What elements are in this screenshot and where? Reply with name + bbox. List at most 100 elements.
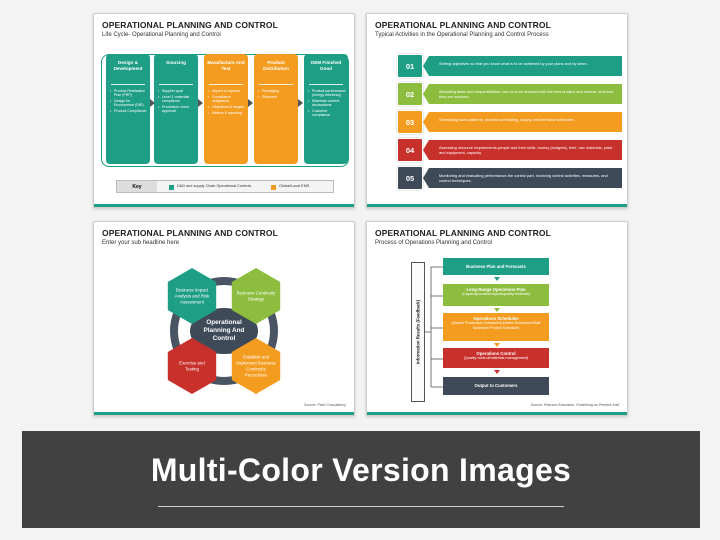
slide-thumbnail-hexagon-cycle[interactable]: OPERATIONAL PLANNING AND CONTROL Enter y… xyxy=(93,221,355,416)
process-step-title: Operations Control xyxy=(476,351,516,356)
slide-title: OPERATIONAL PLANNING AND CONTROL xyxy=(102,228,278,238)
column-header: OEM Finished Good xyxy=(310,60,342,71)
feedback-bar: Information Results (Feedback) xyxy=(411,262,425,402)
hexagon-label: Analysis and Risk xyxy=(175,294,210,299)
column-bullet: Compliance obligations xyxy=(207,95,246,104)
lifecycle-column: OEM Finished GoodProduct performance (en… xyxy=(304,54,348,164)
flow-arrow-icon xyxy=(248,99,253,107)
slide-subtitle: Enter your sub headline here xyxy=(102,240,180,246)
hexagon-label: Continuity xyxy=(246,367,266,372)
activity-text: Assessing resource requirements-people a… xyxy=(423,140,622,160)
column-bullet: Shipment xyxy=(257,95,296,100)
column-divider xyxy=(111,84,145,85)
banner-title: Multi-Color Version Images xyxy=(150,452,572,488)
column-bullet: Metrics & reporting xyxy=(207,111,246,116)
process-step-detail: (Capacity/location/layout/quality/method… xyxy=(461,292,531,296)
slide-footer-bar xyxy=(367,204,627,207)
activity-text: Scheduling work patterns, process schedu… xyxy=(423,112,622,132)
legend-key: Key D&D and supply Chain Operational Con… xyxy=(116,180,334,193)
slide-subtitle: Process of Operations Planning and Contr… xyxy=(375,240,493,246)
hexagon-step xyxy=(167,268,217,324)
slide-subtitle: Life Cycle- Operational Planning and Con… xyxy=(102,32,221,38)
slide-footer-bar xyxy=(94,204,354,207)
slide-thumbnail-process-flow[interactable]: OPERATIONAL PLANNING AND CONTROL Process… xyxy=(366,221,628,416)
center-ellipse xyxy=(190,308,258,354)
column-bullet: Packaging xyxy=(257,89,296,94)
cycle-ring xyxy=(170,277,278,385)
slide-footer-bar xyxy=(367,412,627,415)
activity-number: 05 xyxy=(397,166,423,190)
hexagon-label: Procedures xyxy=(245,373,268,378)
slide-subtitle: Typical Activities in the Operational Pl… xyxy=(375,32,549,38)
lifecycle-column: Product DistributionPackagingShipment xyxy=(254,54,298,164)
flow-arrow-icon xyxy=(298,99,303,107)
column-bullet: Product performance (energy efficiency) xyxy=(307,89,346,98)
column-bullets: PackagingShipment xyxy=(257,89,296,101)
down-arrow-icon xyxy=(494,343,500,347)
activity-number: 02 xyxy=(397,82,423,106)
column-divider xyxy=(259,84,293,85)
process-step-title: Business Plan and Forecasts xyxy=(466,264,526,269)
process-step-title: Long-Range Operations Plan xyxy=(466,287,526,292)
column-divider xyxy=(159,84,193,85)
slide-thumbnail-activities[interactable]: OPERATIONAL PLANNING AND CONTROL Typical… xyxy=(366,13,628,208)
hexagon-step xyxy=(167,338,217,394)
process-step: Output to Customers xyxy=(443,377,549,395)
hexagon-label: Strategy xyxy=(248,297,265,302)
slide-title: OPERATIONAL PLANNING AND CONTROL xyxy=(375,20,551,30)
key-swatch-orange xyxy=(271,184,276,190)
hexagon-label: Implement Business xyxy=(236,361,276,366)
column-bullet: Aspect & impacts xyxy=(207,89,246,94)
lifecycle-column: Manufacture And TestAspect & impactsComp… xyxy=(204,54,248,164)
center-text-line: Planning And xyxy=(204,327,245,334)
activity-number: 04 xyxy=(397,138,423,162)
down-arrow-icon xyxy=(494,277,500,281)
process-step: Operations Schedules(Master Production S… xyxy=(443,313,549,341)
source-note: Source: Pixel Consultancy xyxy=(304,403,346,407)
process-step-detail: (Quality control/materials management) xyxy=(463,356,529,360)
down-arrow-icon xyxy=(494,308,500,312)
column-bullets: Product performance (energy efficiency)M… xyxy=(307,89,346,119)
column-divider xyxy=(309,84,343,85)
column-header: Design & Development xyxy=(113,60,143,71)
column-divider xyxy=(209,84,243,85)
column-bullet: Level 1 materials compliance xyxy=(157,95,196,104)
column-bullet: Materials content declarations xyxy=(307,99,346,108)
process-step-title: Output to Customers xyxy=(474,383,518,388)
banner-underline xyxy=(158,506,564,507)
column-header: Manufacture And Test xyxy=(207,60,245,71)
activity-number: 03 xyxy=(397,110,423,134)
hexagon-label: Assessment xyxy=(180,300,205,305)
lifecycle-column: SourcingSupplier qualLevel 1 materials c… xyxy=(154,54,198,164)
column-bullet: Production chem. approval xyxy=(157,105,196,114)
hexagon-label: Business Impact xyxy=(176,288,209,293)
column-bullet: Supplier qual xyxy=(157,89,196,94)
process-step: Business Plan and Forecasts xyxy=(443,258,549,275)
column-bullet: Objectives & targets xyxy=(207,105,246,110)
activity-number: 01 xyxy=(397,54,423,78)
slide-title: OPERATIONAL PLANNING AND CONTROL xyxy=(102,20,278,30)
column-header: Product Distribution xyxy=(263,60,289,71)
column-bullet: Product Compliance xyxy=(109,109,148,114)
center-text-line: Operational xyxy=(206,319,242,326)
hexagon-label: Exercise and xyxy=(179,361,205,366)
hexagon-label: Testing xyxy=(185,367,199,372)
hexagon-step xyxy=(231,268,281,324)
hexagon-label: Establish and xyxy=(243,355,270,360)
hexagon-step xyxy=(231,338,281,394)
column-bullets: Aspect & impactsCompliance obligationsOb… xyxy=(207,89,246,116)
slide-title: OPERATIONAL PLANNING AND CONTROL xyxy=(375,228,551,238)
hexagon-label: Business Continuity xyxy=(237,291,276,296)
column-bullet: Product Realization Plan (PRP) xyxy=(109,89,148,98)
key-text-2: Global/Local EMS xyxy=(279,184,310,188)
slide-thumbnail-lifecycle[interactable]: OPERATIONAL PLANNING AND CONTROL Life Cy… xyxy=(93,13,355,208)
feedback-connectors xyxy=(425,266,443,388)
slide-footer-bar xyxy=(94,412,354,415)
process-step-detail: (Master Production Schedule/Detailed Sch… xyxy=(451,321,541,330)
activity-text: Monitoring and evaluating performance-th… xyxy=(423,168,622,188)
